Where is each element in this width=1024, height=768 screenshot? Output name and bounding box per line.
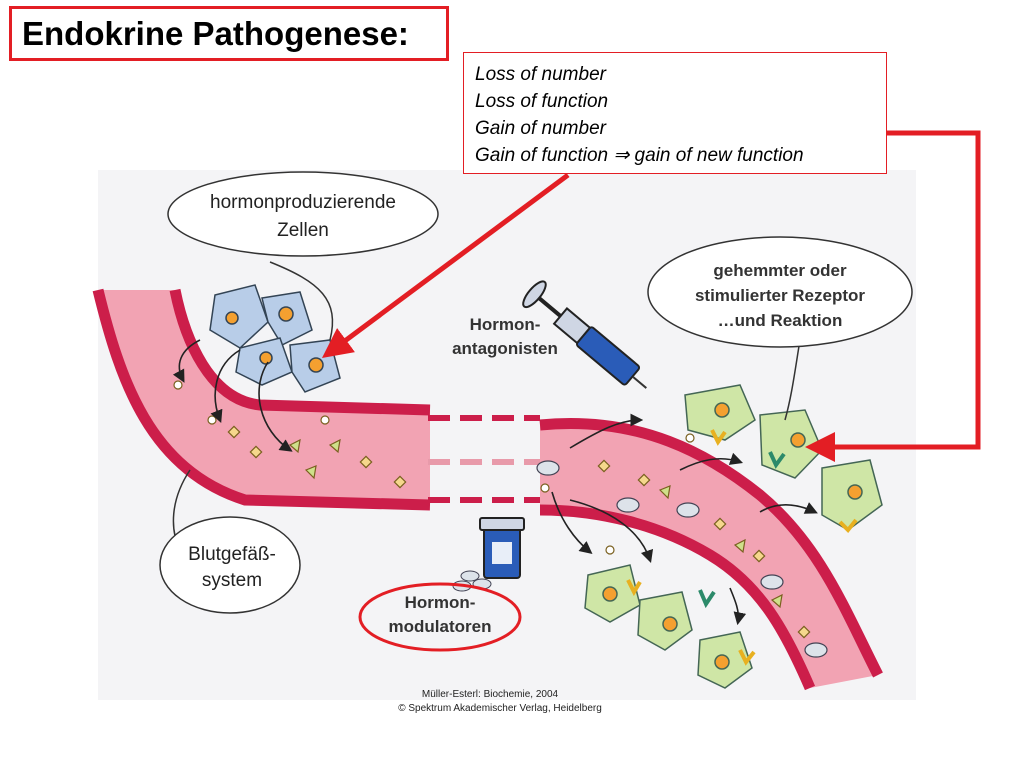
- mutation-item: Loss of number: [475, 64, 606, 85]
- bubble-hormone-cells: hormonproduzierende Zellen: [167, 171, 439, 341]
- bubble-vascular: Blutgefäß- system: [159, 469, 301, 614]
- vascular-label-1: Blutgefäß-: [188, 544, 276, 565]
- modulators-label-1: Hormon-: [405, 593, 476, 612]
- hormone-cells-label-1: hormonproduzierende: [210, 192, 396, 213]
- figure-credit: Müller-Esterl: Biochemie, 2004 © Spektru…: [398, 689, 602, 714]
- pill-bottle-icon: [452, 517, 525, 592]
- hormone-producing-cells: [209, 284, 341, 393]
- credit-line-1: Müller-Esterl: Biochemie, 2004: [422, 689, 559, 700]
- title-box: Endokrine Pathogenese:: [9, 6, 449, 61]
- hormone-cells-label-2: Zellen: [277, 220, 329, 241]
- blood-vessel-left: [92, 288, 431, 511]
- mutation-item: Gain of function ⇒ gain of new function: [475, 145, 804, 166]
- antagonists-label-2: antagonisten: [452, 339, 558, 358]
- receptors: [626, 429, 858, 666]
- hormone-particles: [173, 380, 828, 658]
- annotation-arrows: [321, 130, 981, 462]
- receptor-label-3: …und Reaktion: [718, 311, 843, 330]
- antagonists-label: Hormon- antagonisten: [452, 315, 558, 358]
- arrow-to-hormone-cells: [321, 172, 570, 358]
- bubble-receptor: gehemmter oder stimulierter Rezeptor …un…: [647, 236, 913, 421]
- credit-line-2: © Spektrum Akademischer Verlag, Heidelbe…: [398, 703, 602, 714]
- arrow-to-receptor: [805, 130, 981, 462]
- vessel-gap: [428, 415, 540, 503]
- blood-vessel-right: [539, 417, 883, 691]
- vascular-label-2: system: [202, 570, 262, 591]
- page-title: Endokrine Pathogenese:: [22, 14, 409, 52]
- modulators-label: Hormon- modulatoren: [358, 582, 522, 652]
- mutation-item: Loss of function: [475, 91, 609, 112]
- modulators-highlight: [358, 582, 522, 652]
- modulators-label-2: modulatoren: [389, 617, 492, 636]
- mutation-types-box: Loss of number Loss of function Gain of …: [463, 52, 887, 174]
- flow-arrows: [172, 339, 818, 626]
- mutation-item: Gain of number: [475, 118, 606, 139]
- syringe-icon: [522, 280, 647, 389]
- antagonists-label-1: Hormon-: [470, 315, 541, 334]
- receptor-label-2: stimulierter Rezeptor: [695, 286, 865, 305]
- receptor-label-1: gehemmter oder: [713, 261, 847, 280]
